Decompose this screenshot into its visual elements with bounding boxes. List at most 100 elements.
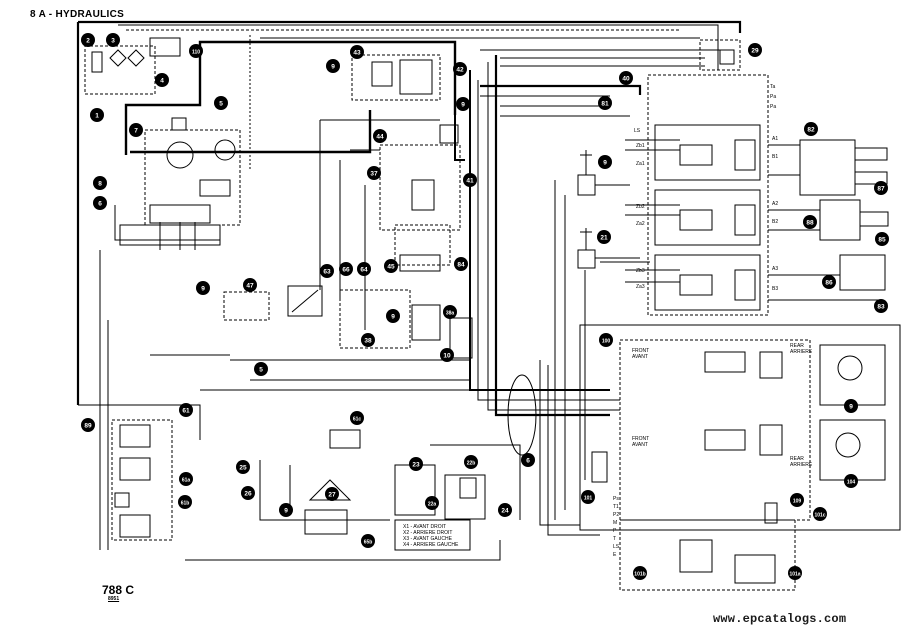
marker-label: 6 [526, 458, 530, 465]
port-label: Za1 [636, 161, 645, 167]
rear-label: ARRIERE [790, 349, 813, 355]
marker-label: 45 [387, 264, 395, 271]
marker-label: 101a [789, 572, 800, 578]
port-label: P2 [613, 512, 619, 518]
marker-label: 85 [878, 237, 886, 244]
port-label: A3 [772, 266, 778, 272]
marker-circle [243, 278, 257, 292]
front-label: FRONT [632, 436, 649, 442]
pump-block [144, 129, 241, 226]
marker-label: 81 [601, 101, 609, 108]
marker-label: 10 [443, 353, 451, 360]
marker-label: 61a [182, 478, 191, 484]
marker-label: 61 [182, 408, 190, 415]
port-label: E [613, 552, 617, 558]
port-label: Pa [770, 94, 776, 100]
marker-circle [597, 230, 611, 244]
port-label: Pa [770, 104, 776, 110]
marker-circle [241, 486, 255, 500]
front-label: AVANT [632, 442, 648, 448]
marker-label: 27 [328, 492, 336, 499]
port-label: Zb2 [636, 204, 645, 210]
marker-label: 87 [877, 186, 885, 193]
joystick-21 [577, 174, 596, 196]
marker-circle [874, 299, 888, 313]
marker-circle [361, 333, 375, 347]
marker-circle [357, 262, 371, 276]
model-subcode: 8951 [108, 596, 120, 602]
main-control-valve [647, 74, 769, 316]
marker-circle [443, 305, 457, 319]
marker-circle [633, 566, 647, 580]
marker-label: 8 [98, 181, 102, 188]
marker-circle [598, 96, 612, 110]
legend-entry: X3 - AVANT GAUCHE [403, 536, 453, 542]
marker-circle [325, 487, 339, 501]
harness-bundle [507, 374, 537, 456]
marker-label: 44 [376, 134, 384, 141]
marker-label: 7 [134, 128, 138, 135]
marker-label: 9 [201, 286, 205, 293]
legend-entry: X1 - AVANT DROIT [403, 524, 446, 530]
marker-circle [464, 455, 478, 469]
marker-circle [93, 196, 107, 210]
marker-label: 86 [825, 280, 833, 287]
marker-label: 40 [622, 76, 630, 83]
port-label: B3 [772, 286, 778, 292]
marker-label: 101b [634, 572, 645, 578]
marker-circle [254, 362, 268, 376]
front-label: FRONT [632, 348, 649, 354]
port-label: LS [613, 544, 620, 550]
marker-circle [581, 490, 595, 504]
marker-label: 24 [501, 508, 509, 515]
joystick-29 [577, 249, 596, 269]
marker-label: 47 [246, 283, 254, 290]
marker-label: 9 [849, 404, 853, 411]
marker-label: 23 [412, 462, 420, 469]
marker-label: 84 [457, 262, 465, 269]
marker-circle [90, 108, 104, 122]
legend-entry: X2 - ARRIERE DROIT [403, 530, 452, 536]
marker-label: 6 [98, 201, 102, 208]
marker-label: 82 [807, 127, 815, 134]
marker-circle [748, 43, 762, 57]
marker-label: 9 [391, 314, 395, 321]
tank-filter-box [84, 45, 156, 95]
marker-circle [350, 45, 364, 59]
marker-circle [804, 122, 818, 136]
marker-circle [599, 333, 613, 347]
marker-label: 3 [111, 38, 115, 45]
marker-circle [463, 173, 477, 187]
marker-label: 9 [331, 64, 335, 71]
marker-circle [788, 566, 802, 580]
marker-circle [189, 44, 203, 58]
port-label: Ps [613, 496, 619, 502]
marker-label: 22a [428, 502, 437, 508]
front-label: AVANT [632, 354, 648, 360]
marker-label: 109 [793, 499, 802, 505]
marker-circle [81, 33, 95, 47]
marker-circle [179, 403, 193, 417]
marker-label: 29 [751, 48, 759, 55]
heavy-supply-line [76, 20, 742, 405]
marker-label: 101c [814, 513, 825, 519]
marker-label: 66 [342, 267, 350, 274]
marker-label: 38 [364, 338, 372, 345]
marker-circle [196, 281, 210, 295]
watermark-url: www.epcatalogs.com [713, 612, 847, 626]
marker-label: 83 [877, 304, 885, 311]
marker-label: 63 [323, 269, 331, 276]
marker-circle [803, 215, 817, 229]
marker-circle [350, 411, 364, 425]
marker-label: 42 [456, 67, 464, 74]
marker-label: 25 [239, 465, 247, 472]
heavy-pressure-line [124, 40, 457, 155]
port-label: M [613, 520, 617, 526]
marker-label: 89 [84, 423, 92, 430]
port-label: Za2 [636, 221, 645, 227]
rear-label: REAR [790, 343, 804, 349]
port-label: T [613, 536, 616, 542]
valve-block-41 [379, 144, 461, 231]
